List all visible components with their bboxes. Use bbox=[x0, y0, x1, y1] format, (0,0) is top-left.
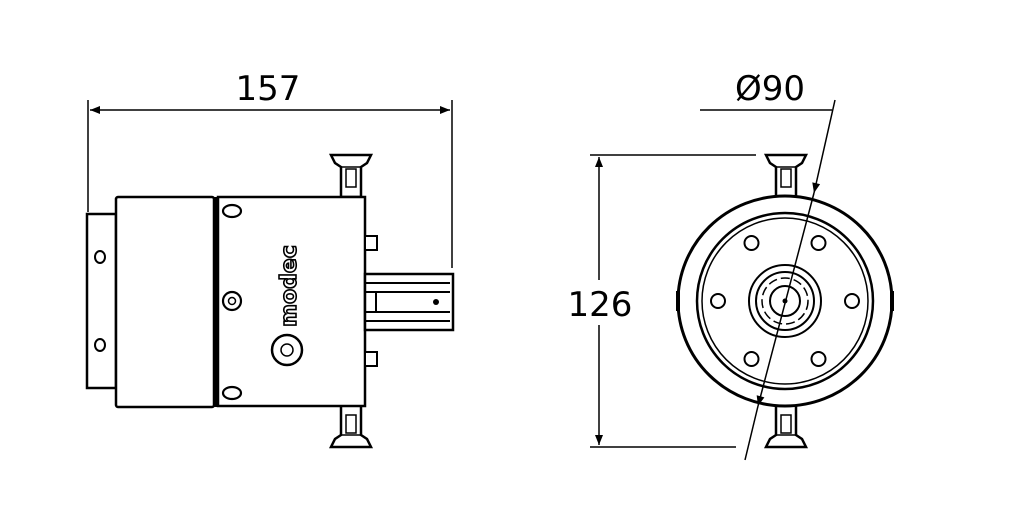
output-shaft bbox=[363, 272, 455, 332]
top-clamp bbox=[329, 153, 373, 199]
mounting-holes bbox=[710, 234, 860, 368]
center-hub bbox=[748, 264, 822, 338]
flange-screw bbox=[94, 338, 106, 352]
front-view: 126 Ø90 bbox=[568, 69, 894, 461]
length-dimension: 157 bbox=[87, 69, 453, 268]
mounting-hole bbox=[844, 293, 860, 309]
mounting-hole bbox=[810, 351, 827, 368]
back-flange bbox=[85, 212, 118, 390]
mounting-hole bbox=[810, 234, 827, 251]
top-clamp bbox=[764, 153, 808, 199]
body-screw bbox=[221, 290, 243, 312]
body-screw bbox=[221, 203, 243, 219]
height-dimension-label: 126 bbox=[568, 285, 633, 325]
height-dimension: 126 bbox=[568, 154, 756, 448]
bottom-clamp bbox=[764, 403, 808, 449]
side-view: 157 modec bbox=[85, 69, 455, 449]
motor-body bbox=[114, 195, 216, 409]
brand-logo: modec bbox=[277, 245, 302, 327]
bottom-clamp bbox=[329, 403, 373, 449]
diameter-dimension: Ø90 bbox=[700, 69, 836, 461]
mounting-hole bbox=[710, 293, 726, 309]
diameter-dimension-label: Ø90 bbox=[735, 69, 805, 109]
flange-screw bbox=[94, 250, 106, 264]
mounting-hole bbox=[743, 351, 760, 368]
length-dimension-label: 157 bbox=[236, 69, 301, 109]
mounting-hole bbox=[743, 234, 760, 251]
knob-icon bbox=[270, 333, 304, 367]
body-seam bbox=[214, 197, 218, 407]
body-screw bbox=[221, 385, 243, 401]
